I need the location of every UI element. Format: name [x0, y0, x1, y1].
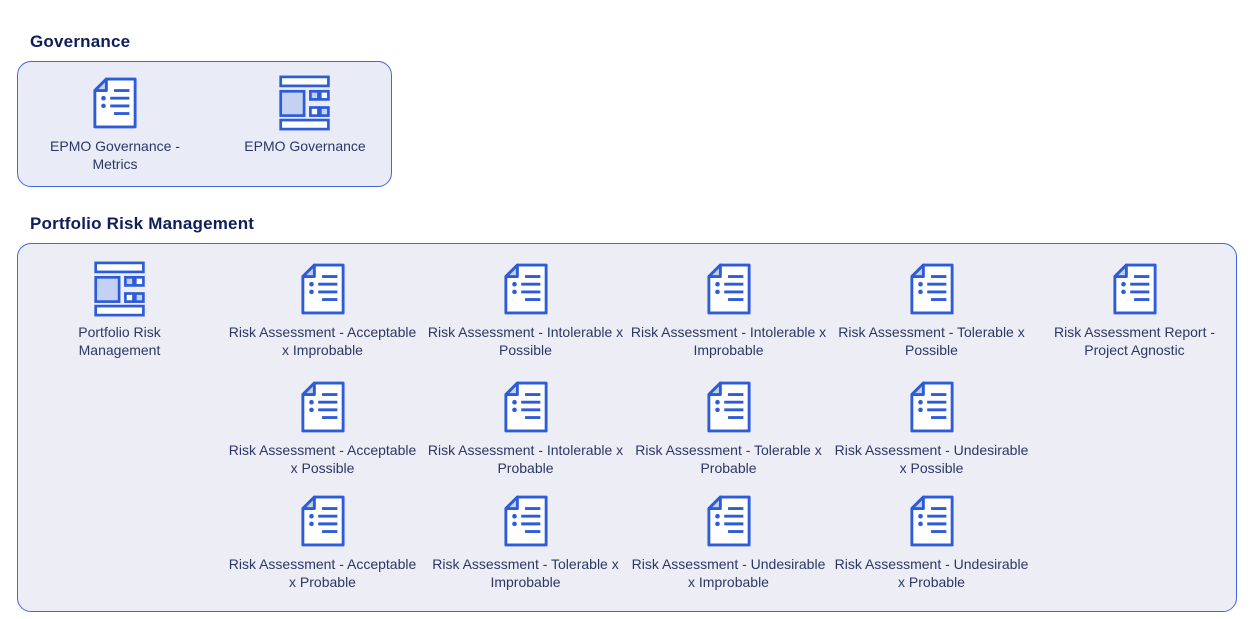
document-icon: [1112, 260, 1158, 318]
document-icon: [909, 378, 955, 436]
item-label: Risk Assessment - Undesirable x Improbab…: [631, 556, 826, 590]
item-label: Risk Assessment - Tolerable x Improbable: [432, 556, 619, 590]
portfolio-risk-panel: Portfolio Risk Management Risk Assessmen…: [17, 243, 1237, 612]
item-portfolio-risk-management[interactable]: Portfolio Risk Management: [18, 260, 221, 378]
item-label: Risk Assessment Report - Project Agnosti…: [1053, 324, 1216, 358]
item-label: Portfolio Risk Management: [78, 324, 161, 358]
governance-panel: EPMO Governance - Metrics EPMO Governanc…: [17, 61, 392, 187]
document-icon: [503, 492, 549, 550]
item-risk-assessment-intolerable-x-probable[interactable]: Risk Assessment - Intolerable x Probable: [424, 378, 627, 492]
item-risk-assessment-acceptable-x-improbable[interactable]: Risk Assessment - Acceptable x Improbabl…: [221, 260, 424, 378]
item-risk-assessment-acceptable-x-probable[interactable]: Risk Assessment - Acceptable x Probable: [221, 492, 424, 611]
item-label: Risk Assessment - Intolerable x Possible: [427, 324, 624, 358]
item-label: EPMO Governance: [244, 138, 366, 154]
dashboard-icon: [93, 260, 147, 318]
item-risk-assessment-undesirable-x-probable[interactable]: Risk Assessment - Undesirable x Probable: [830, 492, 1033, 611]
item-label: Risk Assessment - Acceptable x Probable: [228, 556, 417, 590]
document-icon: [706, 492, 752, 550]
item-risk-assessment-tolerable-x-possible[interactable]: Risk Assessment - Tolerable x Possible: [830, 260, 1033, 378]
item-epmo-governance[interactable]: EPMO Governance: [220, 74, 390, 186]
document-icon: [300, 492, 346, 550]
item-label: EPMO Governance - Metrics: [50, 138, 180, 172]
item-risk-assessment-acceptable-x-possible[interactable]: Risk Assessment - Acceptable x Possible: [221, 378, 424, 492]
item-risk-assessment-undesirable-x-possible[interactable]: Risk Assessment - Undesirable x Possible: [830, 378, 1033, 492]
document-icon: [300, 378, 346, 436]
item-epmo-governance-metrics[interactable]: EPMO Governance - Metrics: [30, 74, 200, 186]
item-label: Risk Assessment - Tolerable x Probable: [635, 442, 822, 476]
document-icon: [909, 260, 955, 318]
item-label: Risk Assessment - Undesirable x Probable: [834, 556, 1029, 590]
governance-section-title: Governance: [30, 32, 131, 51]
document-icon: [909, 492, 955, 550]
document-icon: [503, 260, 549, 318]
item-risk-assessment-report-project-agnostic[interactable]: Risk Assessment Report - Project Agnosti…: [1033, 260, 1236, 378]
portfolio-risk-section-title: Portfolio Risk Management: [30, 214, 255, 233]
item-label: Risk Assessment - Intolerable x Improbab…: [630, 324, 827, 358]
document-icon: [92, 74, 138, 132]
document-icon: [706, 378, 752, 436]
document-icon: [300, 260, 346, 318]
item-label: Risk Assessment - Acceptable x Improbabl…: [228, 324, 417, 358]
item-label: Risk Assessment - Intolerable x Probable: [427, 442, 624, 476]
item-risk-assessment-undesirable-x-improbable[interactable]: Risk Assessment - Undesirable x Improbab…: [627, 492, 830, 611]
document-icon: [706, 260, 752, 318]
document-icon: [503, 378, 549, 436]
item-label: Risk Assessment - Tolerable x Possible: [838, 324, 1025, 358]
item-label: Risk Assessment - Acceptable x Possible: [228, 442, 417, 476]
item-risk-assessment-intolerable-x-possible[interactable]: Risk Assessment - Intolerable x Possible: [424, 260, 627, 378]
item-risk-assessment-tolerable-x-improbable[interactable]: Risk Assessment - Tolerable x Improbable: [424, 492, 627, 611]
dashboard-icon: [278, 74, 332, 132]
item-label: Risk Assessment - Undesirable x Possible: [834, 442, 1029, 476]
item-risk-assessment-intolerable-x-improbable[interactable]: Risk Assessment - Intolerable x Improbab…: [627, 260, 830, 378]
item-risk-assessment-tolerable-x-probable[interactable]: Risk Assessment - Tolerable x Probable: [627, 378, 830, 492]
